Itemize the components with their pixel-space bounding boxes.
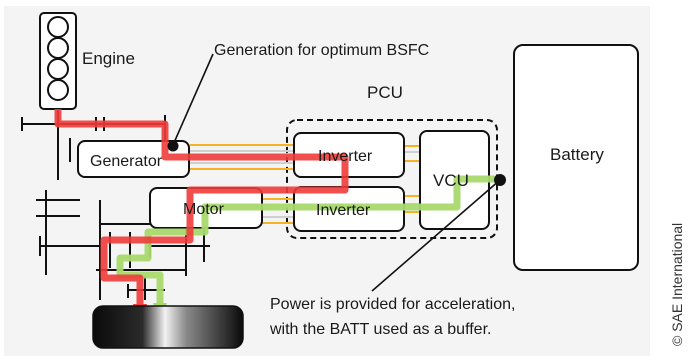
electrical-bus	[190, 144, 420, 224]
battery-box	[513, 44, 639, 271]
inverter-bottom-label: Inverter	[316, 202, 371, 219]
generator-label: Generator	[90, 153, 163, 170]
copyright-caption: © SAE International	[669, 222, 685, 346]
vcu-label: VCU	[433, 171, 469, 190]
generation-flow	[54, 109, 349, 306]
power-note-line-1: Power is provided for acceleration,	[270, 296, 515, 313]
motor-label: Motor	[183, 201, 225, 218]
power-note-line-2: with the BATT used as a buffer.	[269, 321, 491, 338]
battery-label: Battery	[550, 145, 604, 164]
generation-callout-line	[172, 53, 214, 146]
generation-note: Generation for optimum BSFC	[214, 42, 429, 59]
engine-label: Engine	[82, 49, 135, 68]
power-callout-line	[371, 179, 501, 292]
generation-callout-dot	[167, 140, 179, 152]
tire-icon	[92, 305, 244, 349]
inverter-top-label: Inverter	[318, 148, 373, 165]
hybrid-powertrain-diagram: Engine	[4, 6, 650, 356]
power-callout-dot	[494, 174, 506, 186]
pcu-label: PCU	[367, 83, 403, 102]
engine-icon	[39, 12, 77, 110]
